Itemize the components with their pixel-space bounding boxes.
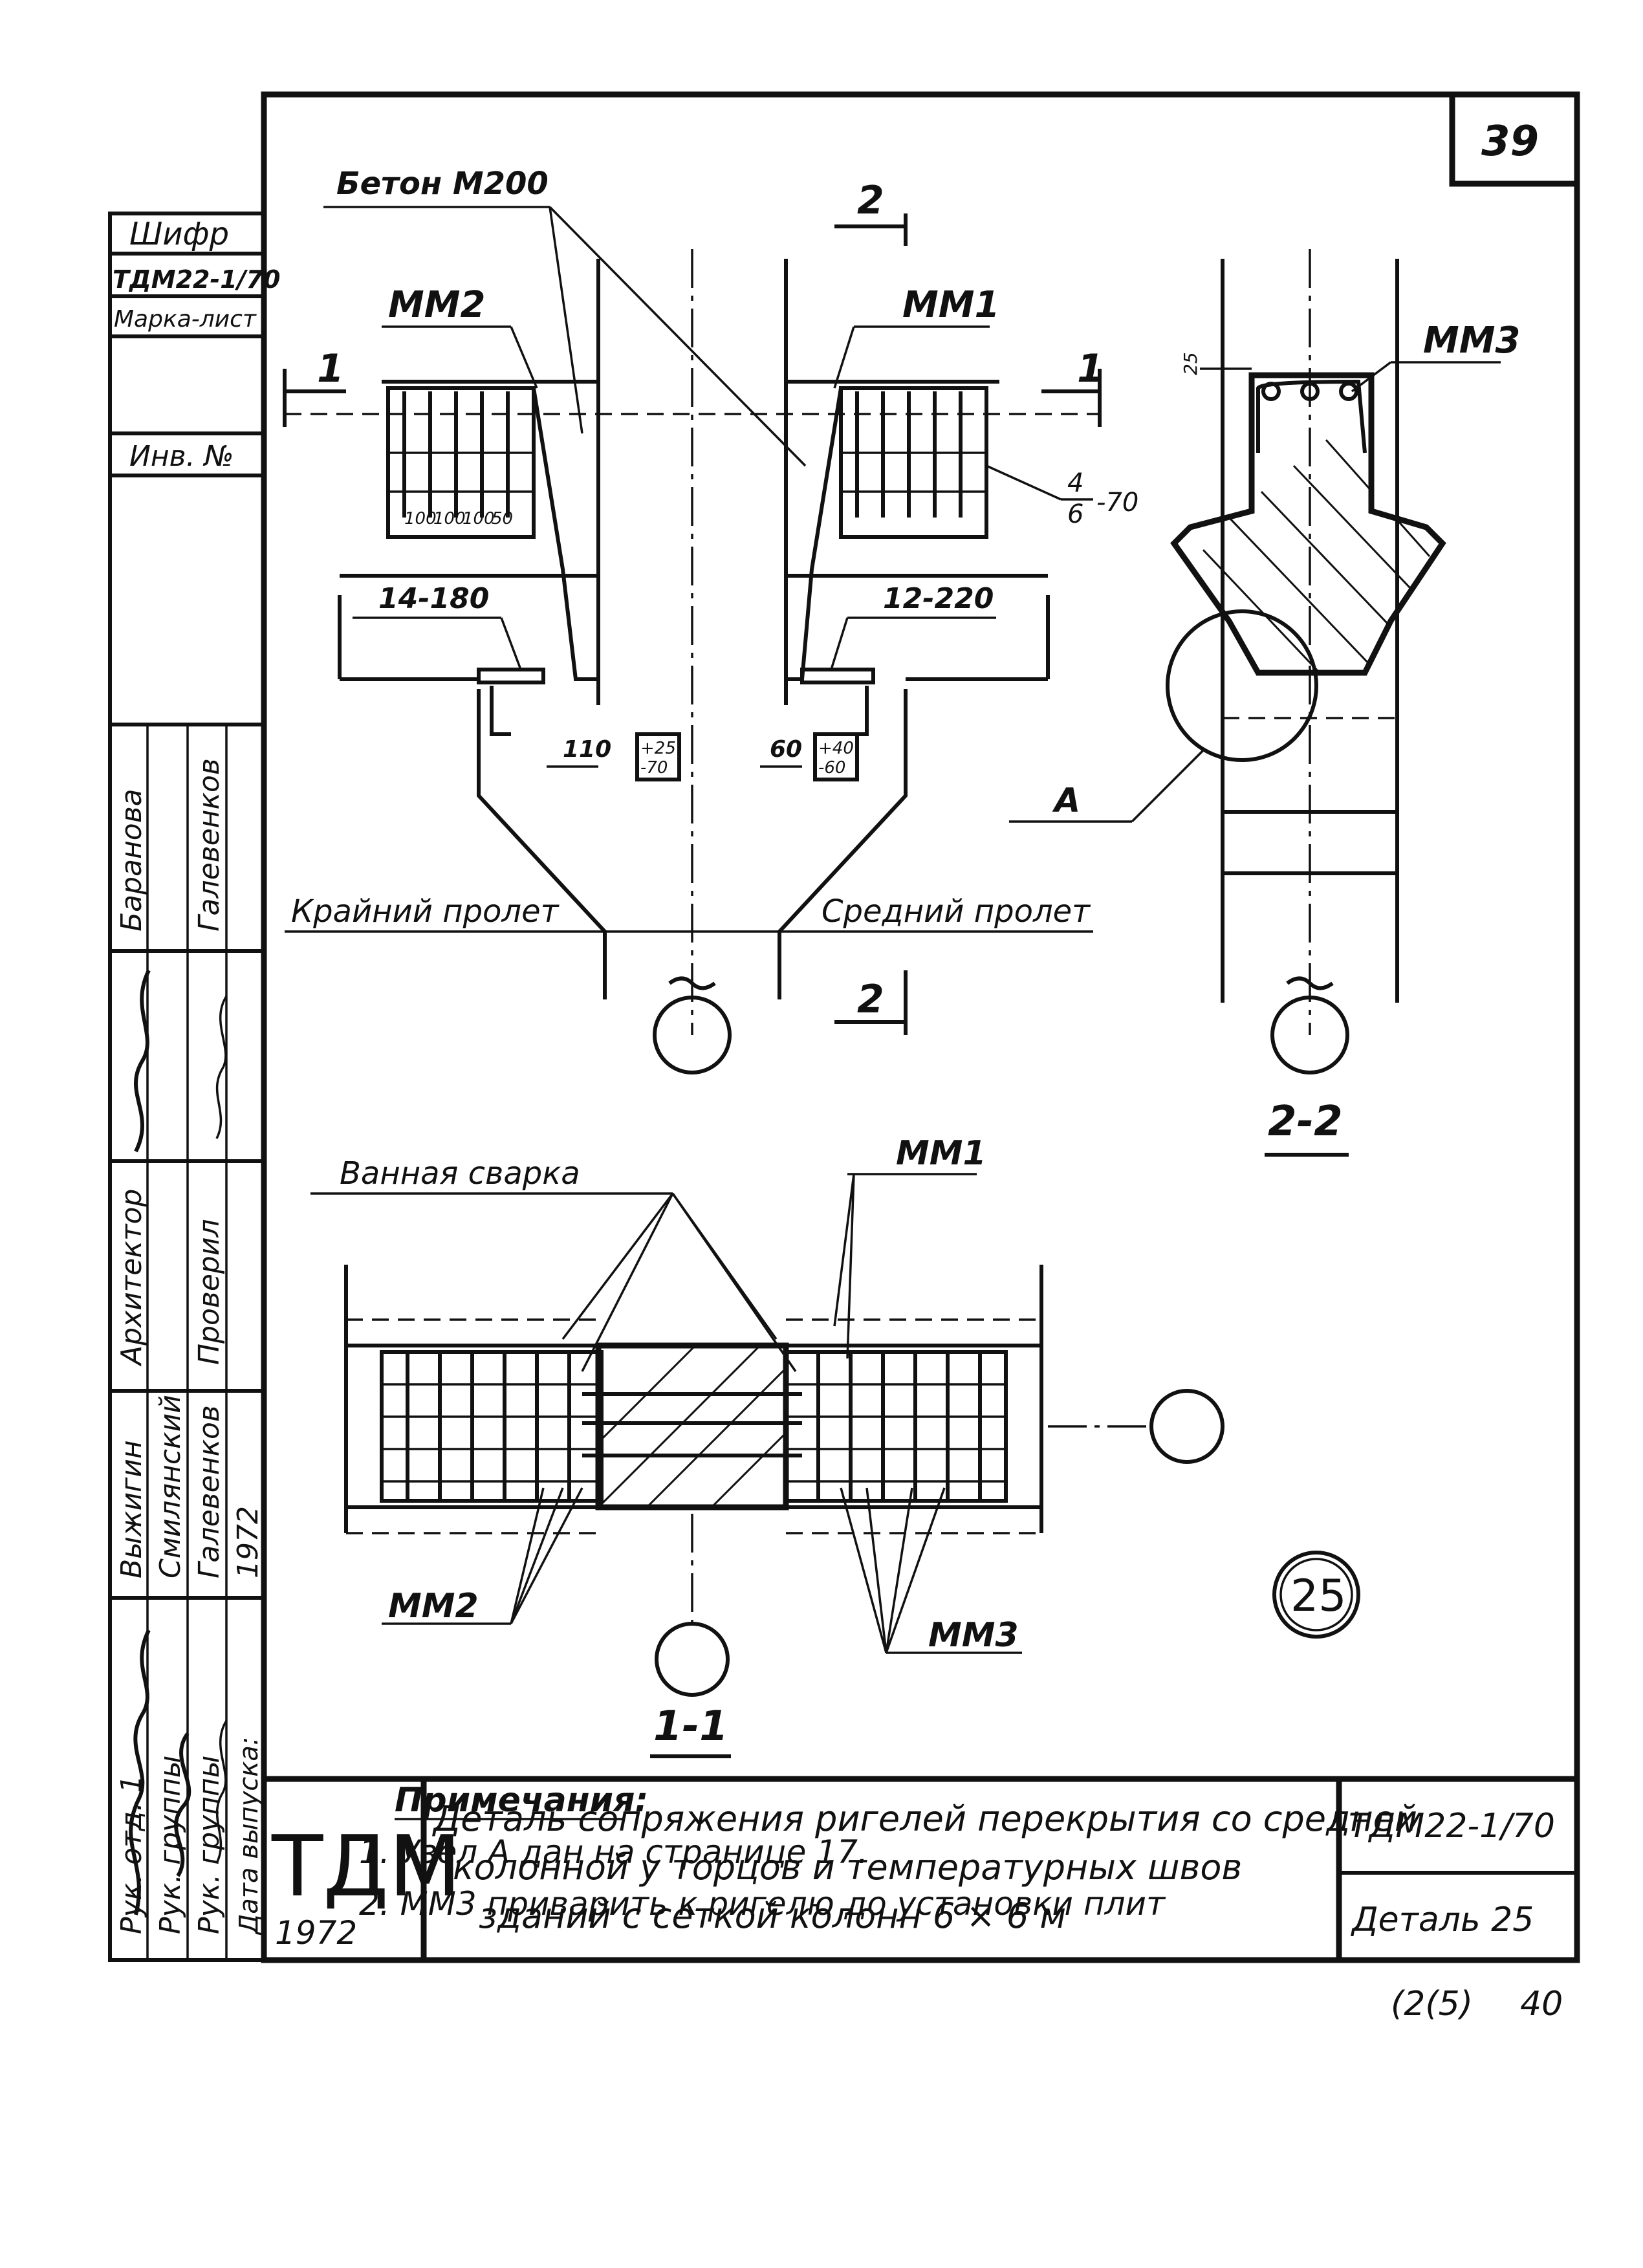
axis-bubble-plan-bottom [655,1622,730,1697]
signature-4 [134,969,151,1153]
mm2-label-top: ММ2 [388,284,485,326]
weld-side-num: 4 [1067,468,1083,498]
cipher-label: Шифр [129,216,229,252]
signature-1 [129,1629,151,1915]
name-4: 1972 [232,1506,265,1578]
title-line-2: колонной у торцов и температурных швов [453,1847,1242,1888]
weld-side-den: 6 [1067,499,1083,529]
notes: Примечания: 1. Узел А дан на странице 17… [359,1781,1166,1923]
dim-100-b: 100 [433,509,466,529]
name-2: Смилянский [154,1395,187,1578]
section-2-2: ММ3 25 А 2-2 [1009,249,1520,1157]
elevation-view: Бетон М200 2 100 100 100 50 [283,166,1138,1074]
level-left-bot: -70 [640,758,668,778]
mm3-label-plan: ММ3 [928,1616,1019,1655]
section-1-1-label: 1-1 [653,1703,728,1750]
name-checked: Галевенков [193,758,226,932]
name-1: Выжигин [115,1440,148,1578]
footer-right: 40 [1520,1985,1563,2023]
drawing-code: ТДМ22-1/70 [1349,1807,1555,1846]
signature-2 [174,1732,191,1877]
cipher-value: ТДМ22-1/70 [113,265,280,294]
name-3: Галевенков [193,1405,226,1578]
title-line-3: зданий с сеткой колонн 6 × 6 м [479,1895,1066,1936]
sheet-frame: 39 [261,91,1580,1963]
footer-left: (2(5) [1391,1985,1473,2023]
span-edge: Крайний пролет [291,893,560,930]
dim-100-c: 100 [462,509,495,529]
level-right-top: +40 [818,739,854,758]
detail-number-circle [1272,1551,1360,1639]
detail-number: 25 [1290,1571,1347,1622]
bath-welding-label: Ванная сварка [340,1155,580,1192]
axis-bubble-plan-right [1149,1389,1224,1464]
inv-no-label: Инв. № [129,440,234,473]
level-right-bot: -60 [818,758,845,778]
side-stamp: Шифр ТДМ22-1/70 Марка-лист Инв. № Рук. о… [108,212,280,1962]
tdm-year: 1972 [275,1914,357,1952]
dim-110: 110 [563,736,611,763]
role-4: Дата выпуска: [234,1737,264,1935]
detail-label: Деталь 25 [1351,1901,1534,1939]
notes-heading: Примечания: [395,1781,648,1820]
weld-side-len: -70 [1096,488,1138,518]
axis-bubble-section-2-2 [1270,996,1349,1074]
axis-bubble-elevation [653,996,732,1074]
node-a-circle [1166,609,1318,762]
section-mark-top: 2 [857,178,884,223]
dim-100-a: 100 [404,509,437,529]
role-checked: Проверил [193,1219,226,1365]
dim-25: 25 [1180,352,1201,375]
concrete-label: Бетон М200 [336,166,549,202]
note-1: 1. Узел А дан на странице 17. [359,1833,868,1871]
role-architect: Архитектор [115,1189,148,1367]
dim-60: 60 [770,736,802,763]
signature-3 [215,1720,228,1864]
mark-sheet-label: Марка-лист [114,306,257,333]
weld-left: 14-180 [378,582,489,615]
mm3-label-top: ММ3 [1423,320,1520,362]
level-left-top: +25 [640,739,676,758]
mm1-label-plan: ММ1 [896,1134,986,1173]
mm1-label-top: ММ1 [902,284,999,326]
note-2: 2. ММ3 приварить к ригелю до установки п… [359,1885,1166,1923]
tdm-logo: ТДМ [271,1817,461,1915]
role-1: Рук. отд. 1 [115,1775,148,1934]
page-number: 39 [1481,118,1539,166]
node-a-label: А [1052,781,1080,820]
section-2-2-label: 2-2 [1268,1098,1343,1146]
span-middle: Средний пролет [822,893,1091,930]
role-2: Рук. группы [154,1756,187,1934]
section-mark-bottom: 2 [857,977,884,1022]
mm2-label-plan: ММ2 [388,1587,479,1626]
name-architect: Баранова [115,789,148,932]
section-1-left: 1 [317,346,344,391]
dim-50: 50 [492,509,513,529]
section-1-1: Ванная сварка ММ1 [310,1134,1360,1758]
weld-right: 12-220 [883,582,994,615]
signature-5 [215,996,228,1139]
